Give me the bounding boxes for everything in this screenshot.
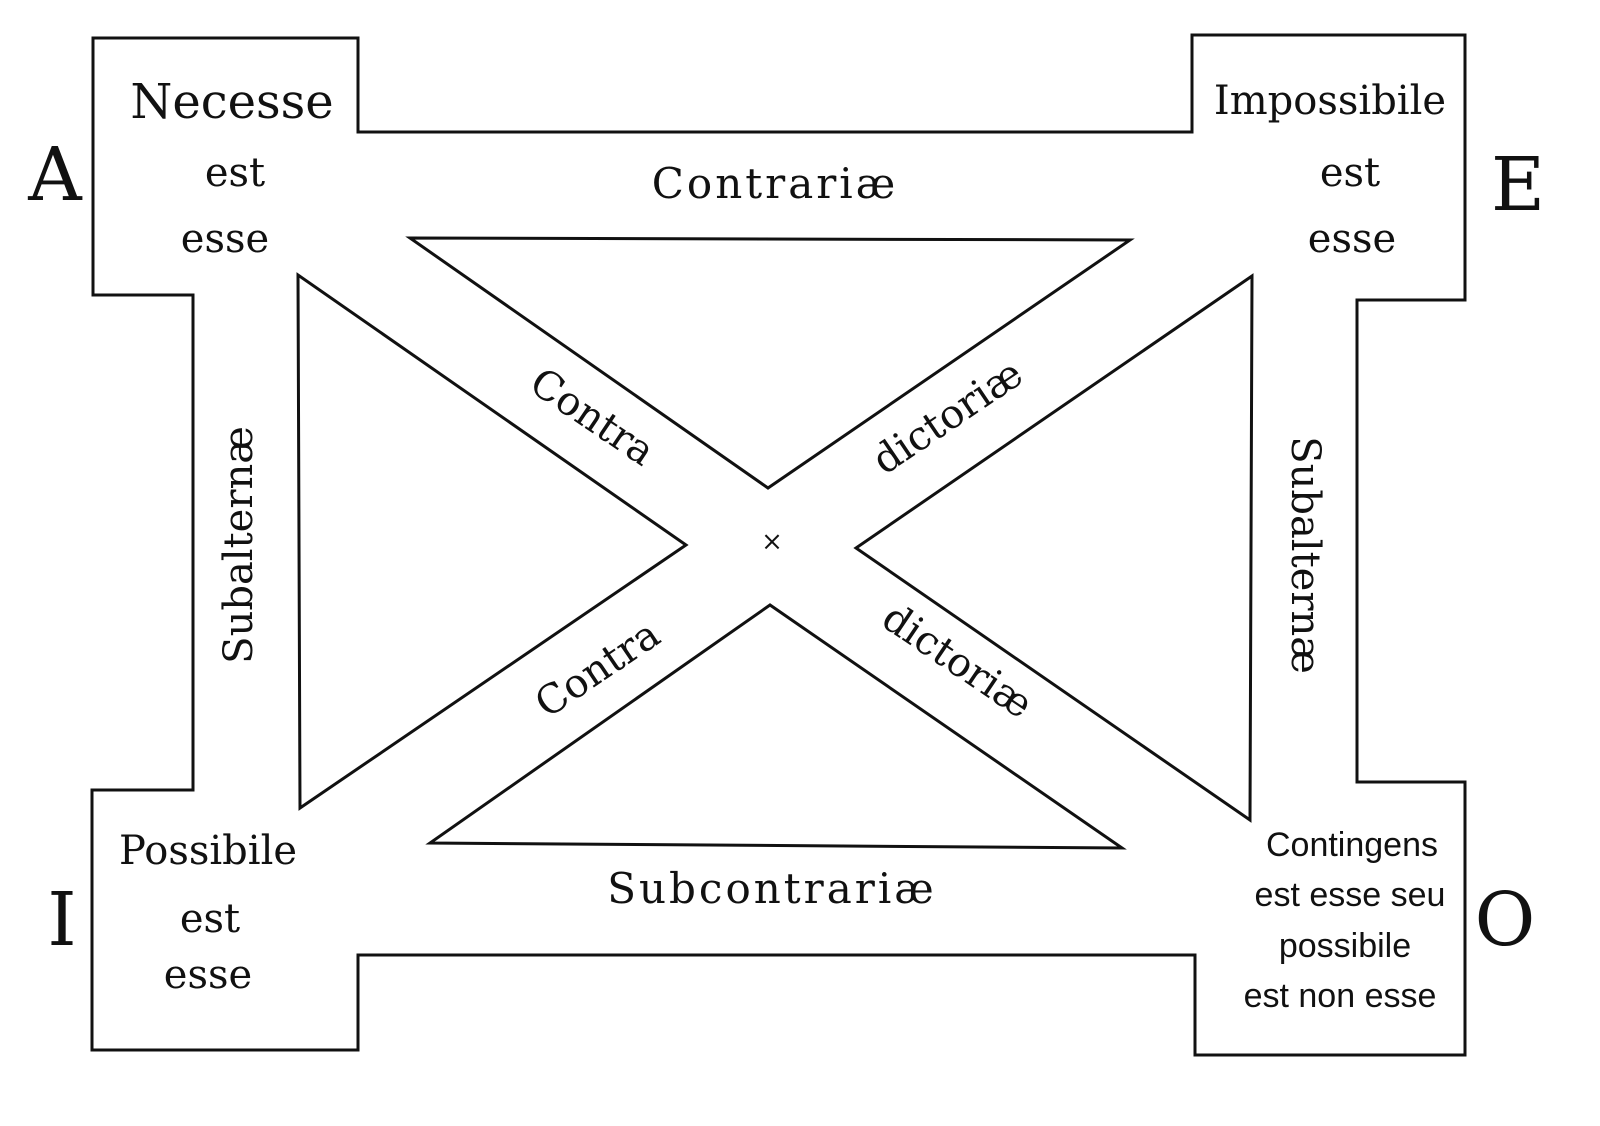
a-line-1: Necesse: [130, 74, 333, 130]
label-contra-bottom: Contra: [527, 611, 668, 727]
outer-frame: [90, 33, 1467, 1057]
e-line-3: esse: [1308, 216, 1396, 262]
label-contrariae: Contrariæ: [652, 159, 898, 208]
i-line-1: Possibile: [119, 828, 297, 874]
label-subalternae-right: Subalternæ: [1282, 436, 1328, 674]
left-triangle: [296, 272, 689, 811]
o-line-1: Contingens: [1266, 826, 1438, 864]
label-contra-top: Contra: [522, 359, 663, 475]
label-subalternae-left: Subalternæ: [216, 426, 262, 664]
e-line-2: est: [1320, 150, 1380, 196]
right-triangle: [853, 273, 1254, 823]
top-triangle: [405, 236, 1135, 490]
label-dictoriae-bottom: dictoriæ: [874, 594, 1041, 727]
corner-letter-i: I: [47, 877, 76, 963]
center-mark: ×: [761, 527, 783, 557]
i-line-3: esse: [164, 952, 252, 998]
i-line-2: est: [180, 896, 240, 942]
label-dictoriae-top: dictoriæ: [864, 350, 1031, 483]
e-line-1: Impossibile: [1214, 78, 1446, 124]
bottom-triangle: [425, 603, 1127, 850]
a-line-2: est: [205, 150, 265, 196]
o-line-3: possibile: [1279, 927, 1411, 965]
corner-letter-o: O: [1475, 877, 1536, 963]
a-line-3: esse: [181, 216, 269, 262]
label-subcontrariae: Subcontrariæ: [607, 864, 937, 913]
corner-letter-a: A: [27, 132, 83, 218]
corner-letter-e: E: [1491, 142, 1545, 228]
o-line-4: est non esse: [1244, 977, 1437, 1015]
o-line-2: est esse seu: [1255, 876, 1446, 914]
